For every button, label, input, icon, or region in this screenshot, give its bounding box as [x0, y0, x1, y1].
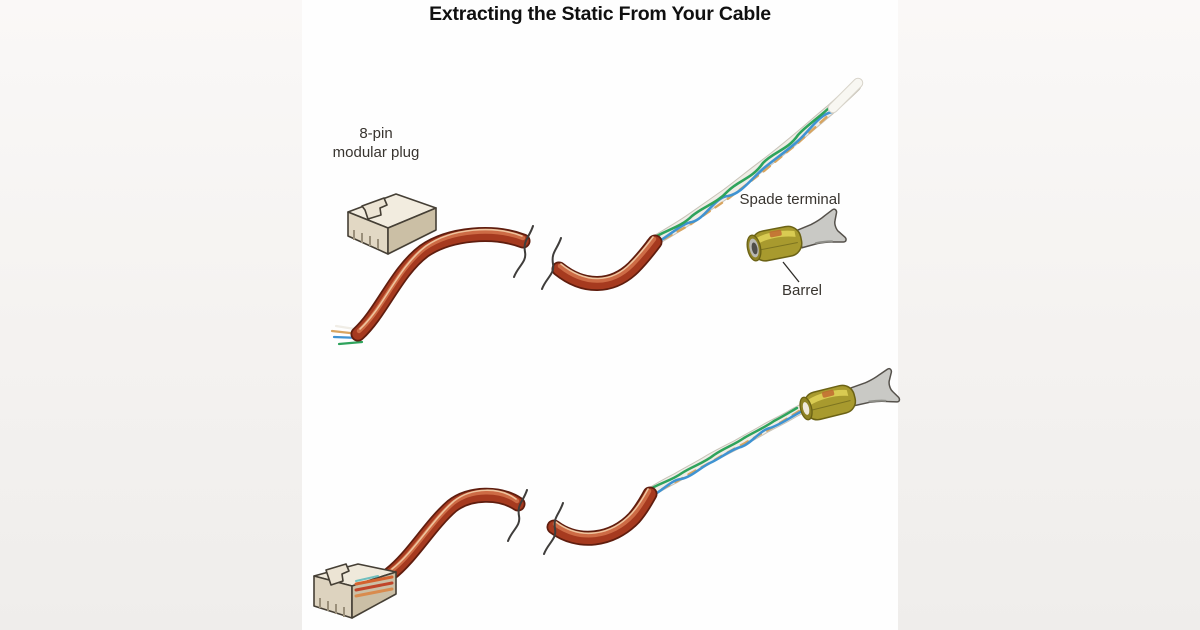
left-margin-panel	[0, 0, 302, 630]
barrel-pointer-line	[782, 261, 800, 283]
barrel-label: Barrel	[781, 282, 822, 299]
twisted-pair-wires-attached-icon	[643, 398, 817, 499]
modular-plug-detached-icon	[347, 193, 437, 255]
modular-plug-label-line1: 8-pin	[359, 125, 393, 142]
cable-break-marks-icon	[513, 225, 562, 290]
bottom-cable-right-segment-icon	[546, 486, 658, 546]
modular-plug-label: 8-pin modular plug	[300, 124, 452, 162]
spade-terminal-attached-icon	[799, 367, 901, 421]
top-cable-left-segment-icon	[350, 227, 531, 342]
right-margin-panel	[898, 0, 1200, 630]
modular-plug-label-line2: modular plug	[332, 144, 420, 161]
spade-terminal-label: Spade terminal	[739, 191, 841, 208]
bottom-cable-left-segment-icon	[382, 487, 526, 582]
cable-break-marks-bottom-icon	[507, 489, 564, 555]
top-cable-right-segment-icon	[551, 234, 663, 291]
diagram-canvas	[302, 0, 898, 630]
diagram-title: Extracting the Static From Your Cable	[429, 3, 771, 25]
modular-plug-attached-icon	[313, 563, 397, 619]
twisted-pair-wires-icon	[645, 77, 864, 249]
spade-terminal-detached-icon	[746, 208, 847, 262]
